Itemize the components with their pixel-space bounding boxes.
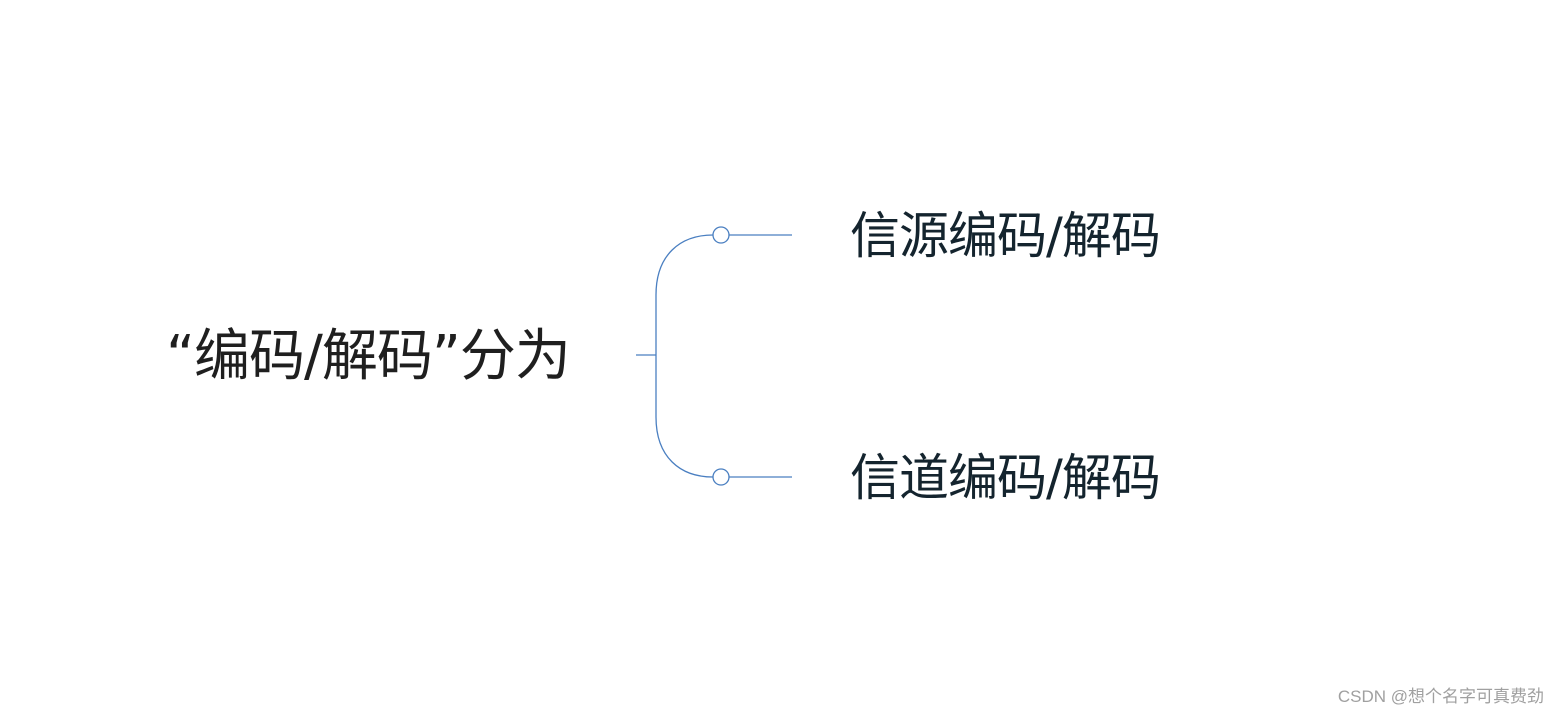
collapse-node-icon[interactable]	[712, 226, 730, 244]
child-topic-channel-coding: 信道编码/解码	[850, 449, 1161, 507]
collapse-node-icon[interactable]	[712, 468, 730, 486]
child-topic-source-coding: 信源编码/解码	[850, 207, 1161, 265]
watermark: CSDN @想个名字可真费劲	[1337, 687, 1544, 706]
root-topic: “编码/解码”分为	[166, 324, 571, 389]
bracket-curve	[655, 234, 714, 478]
